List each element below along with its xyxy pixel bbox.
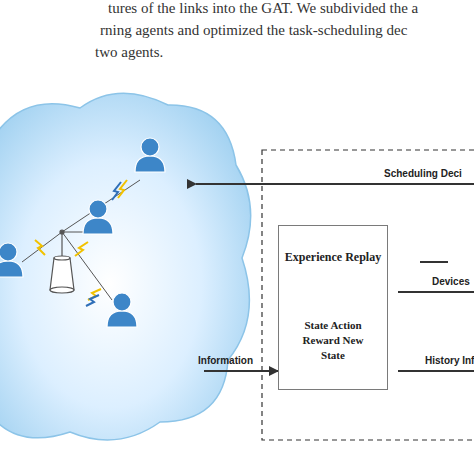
paper-text-line: rning agents and optimized the task-sche… [100,22,407,39]
input-lines [398,262,474,371]
input-label: Devices [432,276,470,287]
agent-frame [262,150,474,440]
base-station [50,230,74,293]
information-arrow [204,370,278,372]
replay-buffer-box: Experience ReplayState Action Reward New… [278,225,388,390]
input-label: History Inf [425,355,474,366]
box-body: State Action Reward New State [302,318,364,363]
flow-label: Information [198,355,253,366]
box-title: Experience Replay [279,250,387,265]
user-icons [0,138,165,327]
flow-label: Scheduling Deci [384,168,462,179]
decision-arrow [196,183,474,185]
paper-text-line: tures of the links into the GAT. We subd… [108,0,418,17]
radio-links [22,180,140,300]
paper-text-line: two agents. [95,44,163,61]
network-cloud [0,93,251,440]
lightning-bolts [35,180,127,306]
